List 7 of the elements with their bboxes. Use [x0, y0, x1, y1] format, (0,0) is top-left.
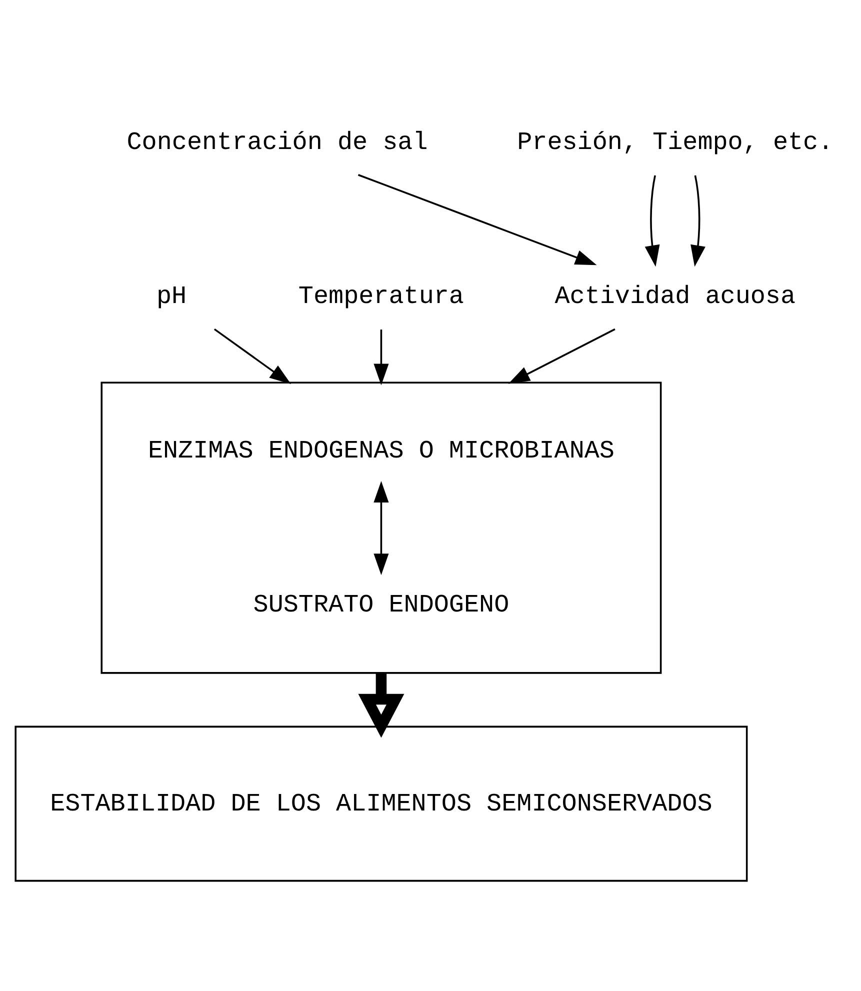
node-text: pH	[156, 282, 187, 312]
node-text: Temperatura	[298, 282, 464, 312]
node-text: Concentración de sal	[126, 128, 428, 158]
node-text: ENZIMAS ENDOGENAS O MICROBIANAS	[148, 436, 614, 466]
node-text: Presión, Tiempo, etc.	[517, 128, 834, 158]
node-text: SUSTRATO ENDOGENO	[253, 590, 510, 620]
node-text: Actividad acuosa	[554, 282, 796, 312]
